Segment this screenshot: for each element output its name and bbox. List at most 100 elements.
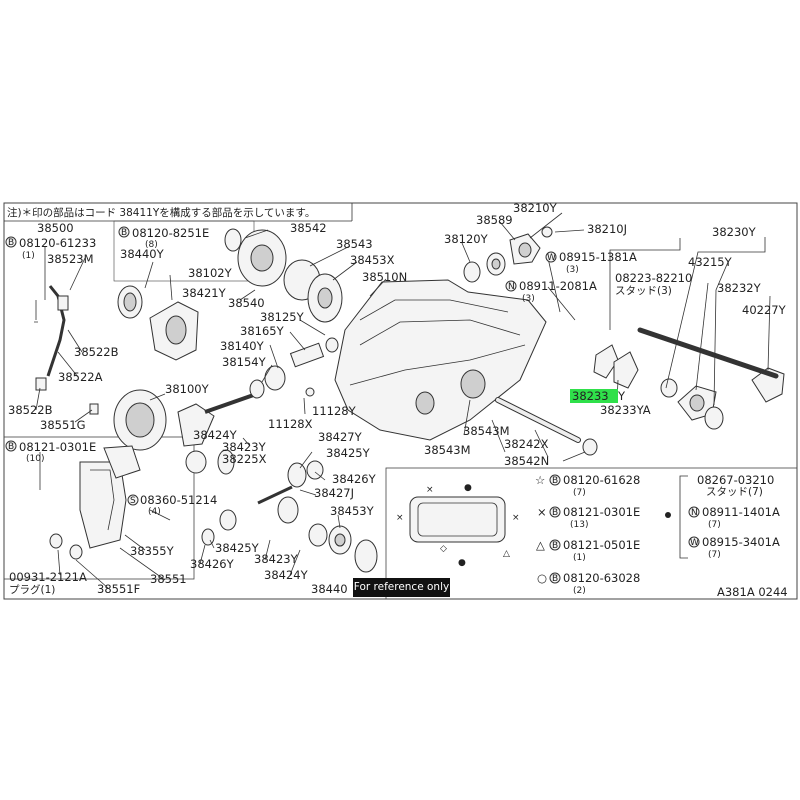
legend-circ-bolt: 08120-63028 xyxy=(563,571,640,585)
washer-11128Y xyxy=(305,387,315,397)
symbol-b-2: B xyxy=(118,226,130,238)
tube-38242X-inner xyxy=(496,398,580,442)
breather-pipe xyxy=(34,285,69,391)
label-38589: 38589 xyxy=(476,213,513,227)
label-38423Y-a: 38423Y xyxy=(222,440,267,454)
main-carrier-casing xyxy=(334,279,547,441)
label-38522B-upper: 38522B xyxy=(74,345,119,359)
symbol-s-1: S xyxy=(127,494,139,506)
legend-nut: 08911-1401A xyxy=(702,505,780,519)
label-38523M: 38523M xyxy=(47,252,94,266)
note-text: 注)＊印の部品はコード 38411Yを構成する部品を示しています。 xyxy=(7,206,315,219)
label-38242X: 38242X xyxy=(504,437,549,451)
label-38210Y: 38210Y xyxy=(513,201,558,215)
label-38425Y-a: 38425Y xyxy=(326,446,371,460)
label-38551F: 38551F xyxy=(97,582,140,596)
label-qty-4: (4) xyxy=(148,507,161,517)
svg-text:B: B xyxy=(552,476,558,486)
label-38102Y: 38102Y xyxy=(188,266,233,280)
label-stud-3: スタッド(3) xyxy=(615,285,672,297)
label-08121-0301E: 08121-0301E xyxy=(19,440,96,454)
oil-seal-43215Y xyxy=(660,378,678,398)
label-qty-8: (8) xyxy=(145,240,158,250)
label-38230Y: 38230Y xyxy=(712,225,757,239)
label-38500: 38500 xyxy=(37,221,74,235)
symbol-n-1: N xyxy=(505,280,517,292)
svg-text:×: × xyxy=(537,505,547,519)
legend-star-qty: (7) xyxy=(573,488,586,498)
svg-text:×: × xyxy=(512,513,520,523)
svg-text:S: S xyxy=(130,496,136,506)
label-38426Y-a: 38426Y xyxy=(332,472,377,486)
label-11128X: 11128X xyxy=(268,417,313,431)
gasket-38233Y xyxy=(593,344,639,389)
cover-bolt-pattern: × ● ◇ ● △ × × xyxy=(396,483,520,568)
label-38543M-a: 38543M xyxy=(463,424,510,438)
label-38165Y: 38165Y xyxy=(240,324,285,338)
label-08911-2081A: 08911-2081A xyxy=(519,279,597,293)
lower-left-box xyxy=(3,436,195,580)
side-bearing-38120Y xyxy=(463,252,506,283)
label-00931-2121A: 00931-2121A xyxy=(9,570,87,584)
highlight-38233 xyxy=(570,389,618,403)
bolt-38551G xyxy=(89,403,99,415)
plugs xyxy=(49,533,83,560)
svg-text:B: B xyxy=(552,541,558,551)
label-38522B-lower: 38522B xyxy=(8,403,53,417)
label-38522A: 38522A xyxy=(58,370,103,384)
svg-text:×: × xyxy=(396,513,404,523)
label-38543: 38543 xyxy=(336,237,373,251)
legend-x-qty: (13) xyxy=(570,520,588,530)
svg-text:○: ○ xyxy=(537,571,547,585)
label-38154Y: 38154Y xyxy=(222,355,267,369)
label-38427J: 38427J xyxy=(314,486,354,500)
label-38425Y-b: 38425Y xyxy=(215,541,260,555)
label-38424Y-a: 38424Y xyxy=(193,428,238,442)
label-38210J: 38210J xyxy=(587,222,627,236)
legend-star-row: ☆ B 08120-61628 (7) xyxy=(535,473,640,498)
legend-nut-qty: (7) xyxy=(708,520,721,530)
label-qty-1a: (1) xyxy=(22,251,35,261)
label-38542N: 38542N xyxy=(504,454,549,468)
carrier-housing xyxy=(224,228,287,287)
symbol-b-3: B xyxy=(5,440,17,452)
label-38233YA: 38233YA xyxy=(600,403,651,417)
washer-38154Y xyxy=(249,379,265,399)
label-43215Y: 43215Y xyxy=(688,255,733,269)
legend-circ-qty: (2) xyxy=(573,586,586,596)
label-08120-8251E: 08120-8251E xyxy=(132,226,209,240)
diff-bearing xyxy=(117,285,143,319)
legend-x-row: × B 08121-0301E (13) xyxy=(537,505,640,530)
label-38232Y: 38232Y xyxy=(717,281,762,295)
legend-star-bolt: 08120-61628 xyxy=(563,473,640,487)
label-qty-3a: (3) xyxy=(566,265,579,275)
symbol-b-1: B xyxy=(5,236,17,248)
legend-washer-qty: (7) xyxy=(708,550,721,560)
bolt-38210J xyxy=(541,226,553,238)
label-11128Y: 11128Y xyxy=(312,404,357,418)
label-08120-61233: 08120-61233 xyxy=(19,236,96,250)
label-38225X: 38225X xyxy=(222,452,267,466)
label-38551G: 38551G xyxy=(40,418,86,432)
svg-text:B: B xyxy=(8,238,14,248)
legend-circle-row: ○ B 08120-63028 (2) xyxy=(537,571,640,596)
label-qty-3b: (3) xyxy=(522,294,535,304)
label-38125Y: 38125Y xyxy=(260,310,305,324)
side-flange-38210Y xyxy=(509,233,541,265)
label-38426Y-b: 38426Y xyxy=(190,557,235,571)
legend-dot-group: 08267-03210 スタッド(7) N 08911-1401A (7) W … xyxy=(665,473,780,560)
svg-text:●: ● xyxy=(458,558,466,568)
drive-shaft-38230Y xyxy=(637,327,779,379)
legend-stud: 08267-03210 xyxy=(697,473,774,487)
label-38233-main: 38233 xyxy=(572,389,609,403)
label-08360-51214: 08360-51214 xyxy=(140,493,217,507)
label-38440Y-top: 38440Y xyxy=(120,247,165,261)
reference-badge: For reference only xyxy=(353,578,450,597)
leader-lines xyxy=(35,212,771,589)
svg-text:☆: ☆ xyxy=(535,473,545,487)
legend-washer: 08915-3401A xyxy=(702,535,780,549)
label-38424Y-b: 38424Y xyxy=(264,568,309,582)
label-38140Y: 38140Y xyxy=(220,339,265,353)
diff-case xyxy=(149,301,199,361)
label-38510N: 38510N xyxy=(362,270,407,284)
